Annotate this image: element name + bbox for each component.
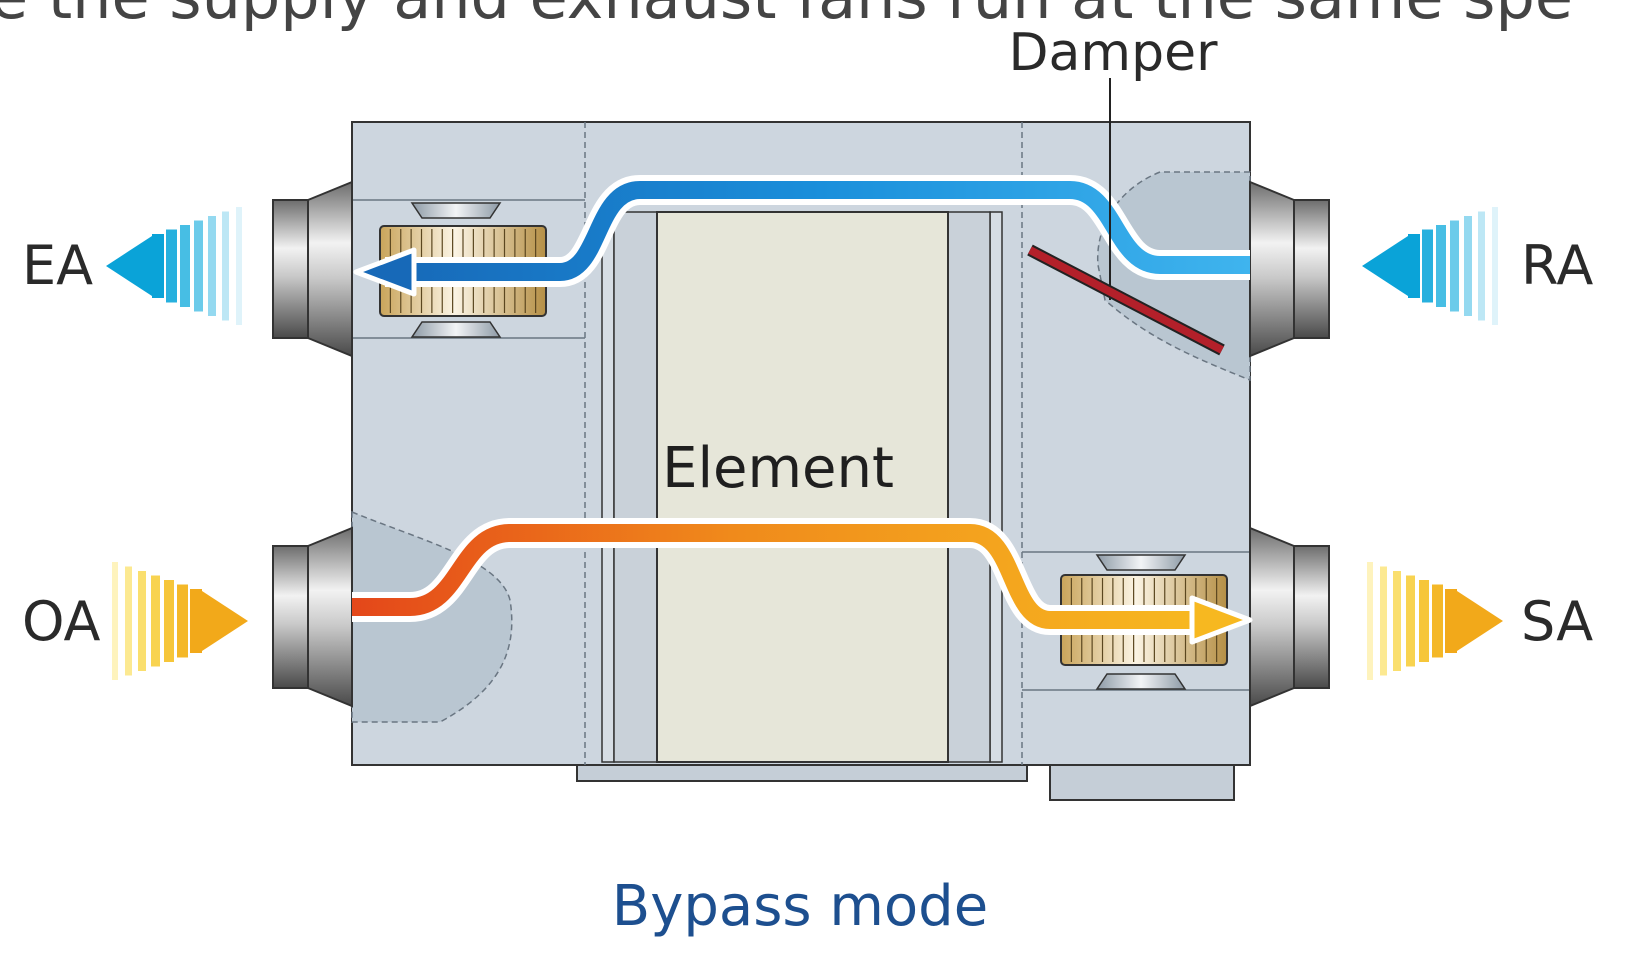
duct-collar-sa [1249,526,1330,708]
oa-label: OA [22,590,101,653]
exhaust-airflow [353,175,1250,297]
supply-arrowhead [1189,595,1253,645]
exhaust-arrowhead [353,247,417,297]
element-rail-right [989,211,1003,763]
damper-label: Damper [1009,23,1219,83]
sa-label: SA [1521,590,1593,653]
ra-label: RA [1521,234,1593,297]
cropped-header-text: e the supply and exhaust fans run at the… [0,0,1573,33]
element-label: Element [662,436,894,501]
base-plate [576,764,1028,782]
duct-collar-ra [1249,180,1330,358]
ea-label: EA [22,234,93,297]
supply-airflow [352,518,1253,645]
duct-collar-ea [272,180,353,358]
sa-arrow-right-icon [1367,562,1503,680]
caption-bypass-mode: Bypass mode [612,874,988,939]
ea-arrow-left-icon [106,207,242,325]
element-rail-left [601,211,615,763]
oa-arrow-right-icon [112,562,248,680]
element-core [656,211,949,763]
control-box [1049,764,1235,801]
ra-arrow-left-icon [1362,207,1498,325]
damper [1027,78,1225,356]
duct-collar-oa [272,526,353,708]
